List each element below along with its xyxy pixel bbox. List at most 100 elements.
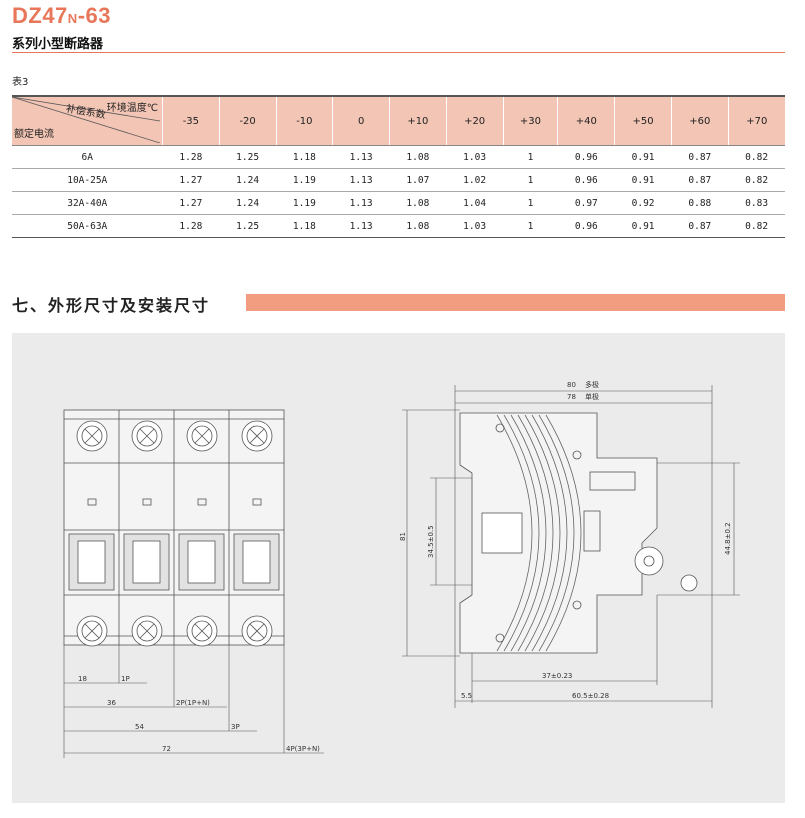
coefficient-cell: 1.13: [332, 214, 390, 238]
dim-width-single: 78: [567, 393, 576, 401]
coefficient-cell: 1.08: [389, 191, 447, 215]
dim-2p-label: 2P(1P+N): [176, 699, 210, 707]
section-title-bar: [246, 294, 785, 311]
dim-right-height: 44.8±0.2: [724, 522, 732, 555]
temperature-column-header: -20: [218, 95, 276, 146]
table-corner-cell: 环境温度℃ 补偿系数 额定电流: [12, 95, 163, 146]
coefficient-cell: 0.82: [728, 214, 785, 238]
coefficient-cell: 1.28: [162, 145, 220, 169]
dim-4p-value: 72: [162, 745, 171, 753]
dim-depth-total: 60.5±0.28: [572, 692, 609, 700]
coefficient-cell: 0.91: [614, 145, 672, 169]
din-clip-icon: [634, 546, 664, 576]
coefficient-cell: 1.13: [332, 191, 390, 215]
coefficient-cell: 0.96: [557, 145, 615, 169]
temperature-column-header: +30: [502, 95, 558, 146]
coefficient-cell: 1.02: [446, 168, 503, 192]
dim-depth-inner: 37±0.23: [542, 672, 572, 680]
dim-total-height: 81: [399, 532, 407, 541]
handle-mechanism: [481, 512, 523, 554]
temperature-column-header: +60: [670, 95, 729, 146]
dim-3p-value: 54: [135, 723, 144, 731]
coefficient-cell: 1.08: [389, 214, 447, 238]
screw-icon: [131, 615, 163, 647]
coefficient-cell: 1.25: [219, 145, 276, 169]
side-view: [459, 412, 658, 654]
screw-icon: [186, 615, 218, 647]
corner-label-current: 额定电流: [14, 129, 54, 140]
dim-1p-value: 18: [78, 675, 87, 683]
coefficient-cell: 0.88: [671, 191, 729, 215]
coefficient-cell: 0.96: [557, 214, 615, 238]
temperature-column-header: -35: [162, 95, 220, 146]
coefficient-cell: 1.19: [276, 191, 333, 215]
coefficient-cell: 1.24: [219, 168, 276, 192]
coefficient-cell: 1.25: [219, 214, 276, 238]
table-label: 表3: [12, 77, 29, 88]
coefficient-cell: 1.04: [446, 191, 503, 215]
dim-2p-value: 36: [107, 699, 116, 707]
temperature-column-header: +40: [557, 95, 615, 146]
temperature-column-header: -10: [275, 95, 333, 146]
coefficient-cell: 1.24: [219, 191, 276, 215]
coefficient-cell: 0.97: [557, 191, 615, 215]
coefficient-cell: 0.96: [557, 168, 615, 192]
dim-4p-label: 4P(3P+N): [286, 745, 320, 753]
section-title: 七、外形尺寸及安装尺寸: [12, 296, 211, 315]
dim-width-multi: 80: [567, 381, 576, 389]
coefficient-cell: 1.03: [446, 145, 503, 169]
coefficient-cell: 1.13: [332, 145, 390, 169]
coefficient-cell: 1.18: [276, 214, 333, 238]
screw-icon: [76, 615, 108, 647]
dimension-drawing: 18 1P 36 2P(1P+N) 54 3P 72 4P(3P+N): [63, 380, 740, 758]
coefficient-cell: 1: [503, 168, 558, 192]
terminal-screw-icons: [76, 420, 273, 647]
coefficient-cell: 1.08: [389, 145, 447, 169]
coefficient-cell: 0.92: [614, 191, 672, 215]
coefficient-cell: 1.28: [162, 214, 220, 238]
front-view: [63, 409, 285, 646]
screw-icon: [186, 420, 218, 452]
screw-icon: [131, 420, 163, 452]
rated-current-cell: 10A-25A: [12, 168, 163, 192]
temperature-column-header: +70: [727, 95, 785, 146]
screw-icon: [76, 420, 108, 452]
coefficient-cell: 0.91: [614, 214, 672, 238]
arc-front-face: [496, 414, 582, 652]
dim-rail-height: 34.5±0.5: [427, 525, 435, 558]
coefficient-cell: 0.82: [728, 145, 785, 169]
coefficient-cell: 1: [503, 214, 558, 238]
clip-latch-icon: [680, 574, 698, 592]
corner-diagonal-lines: [12, 97, 160, 143]
temperature-column-header: +50: [614, 95, 672, 146]
coefficient-cell: 0.87: [671, 145, 729, 169]
coefficient-cell: 1.27: [162, 168, 220, 192]
coefficient-cell: 1.27: [162, 191, 220, 215]
side-slot: [583, 510, 601, 552]
rated-current-cell: 6A: [12, 145, 163, 169]
screw-icon: [241, 615, 273, 647]
temperature-column-header: +10: [389, 95, 447, 146]
rated-current-cell: 32A-40A: [12, 191, 163, 215]
coefficient-cell: 0.91: [614, 168, 672, 192]
coefficient-cell: 1.07: [389, 168, 447, 192]
coefficient-cell: 1.13: [332, 168, 390, 192]
temperature-column-header: +20: [445, 95, 503, 146]
dim-3p-label: 3P: [231, 723, 240, 731]
temperature-column-header: 0: [332, 95, 390, 146]
coefficient-cell: 0.87: [671, 168, 729, 192]
rated-current-cell: 50A-63A: [12, 214, 163, 238]
coefficient-cell: 0.87: [671, 214, 729, 238]
dim-width-multi-note: 多极: [585, 380, 599, 389]
product-title: DZ47N-63: [12, 3, 111, 28]
coefficient-cell: 1: [503, 191, 558, 215]
coefficient-cell: 0.83: [728, 191, 785, 215]
dim-1p-label: 1P: [121, 675, 130, 683]
header-divider: [12, 52, 785, 53]
dim-width-single-note: 单极: [585, 392, 599, 401]
coefficient-cell: 1: [503, 145, 558, 169]
